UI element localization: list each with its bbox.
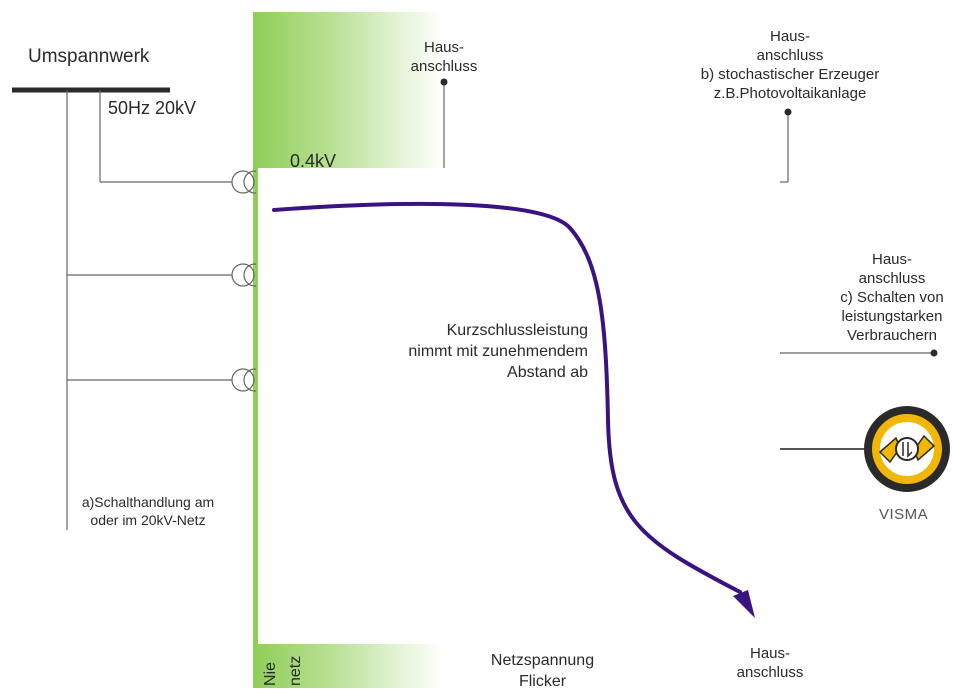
arrow-head-icon	[733, 590, 755, 618]
house-connection-node-b	[784, 108, 792, 116]
house-connection-node-c	[930, 349, 938, 357]
voltage-mv-label: 50Hz 20kV	[108, 98, 197, 118]
vertical-label-netz: netz	[287, 655, 304, 686]
house-connection-b-label: Haus- anschluss b) stochastischer Erzeug…	[700, 28, 880, 102]
grid-voltage-flicker-label: Netzspannung Flicker	[490, 652, 595, 690]
house-connection-bottom-label: Haus- anschluss	[736, 645, 804, 681]
voltage-lv-label: 0.4kV	[290, 151, 337, 171]
substation-label: Umspannwerk	[28, 46, 150, 67]
overlay-edge	[256, 168, 258, 644]
short-circuit-power-label: Kurzschlussleistung nimmt mit zunehmende…	[408, 322, 588, 381]
vertical-label-nie: Nie	[262, 661, 279, 686]
shortcircuit-arrow-curve	[272, 201, 742, 594]
house-connection-c-label: Haus- anschluss c) Schalten von leistung…	[840, 251, 944, 344]
house-connection-node-top	[440, 78, 448, 86]
switching-action-label: a)Schalthandlung am oder im 20kV-Netz	[81, 494, 215, 528]
house-connection-top-label: Haus- anschluss	[410, 39, 478, 75]
logo-label: VISMA	[879, 506, 929, 523]
